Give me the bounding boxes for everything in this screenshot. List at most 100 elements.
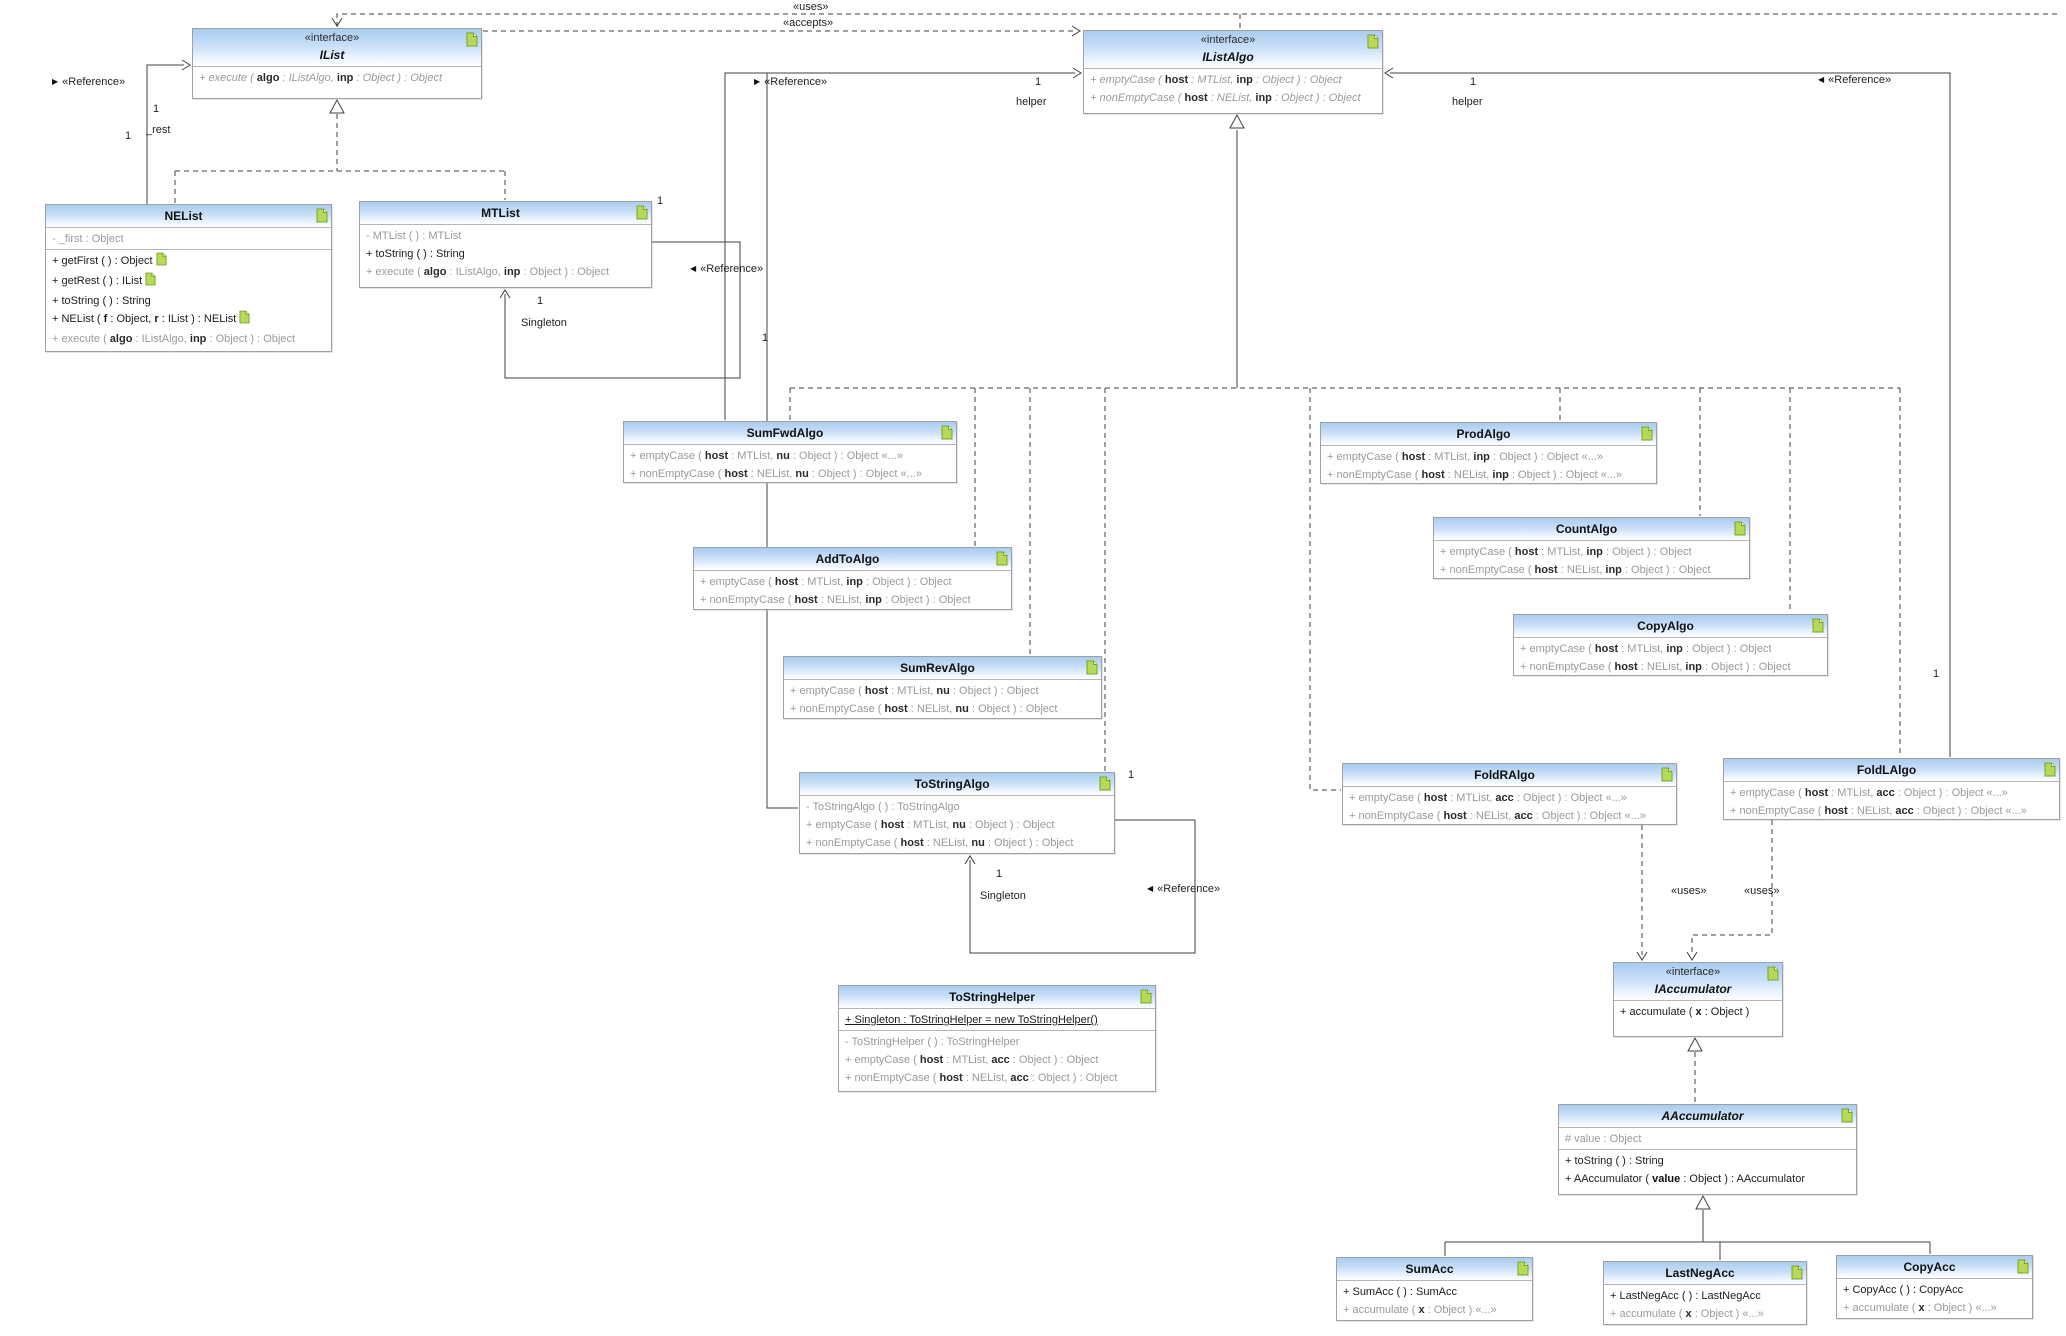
note-icon <box>1791 1265 1803 1285</box>
class-IListAlgo[interactable]: «interface»IListAlgo + emptyCase ( host … <box>1083 30 1383 114</box>
methods-compartment: + emptyCase ( host : MTList, acc : Objec… <box>1724 781 2059 819</box>
link-label-ref-nelist-ilist: ▶«Reference» <box>52 76 126 88</box>
member-row: + emptyCase ( host : MTList, nu : Object… <box>806 819 1055 831</box>
stereotype-label: «interface» <box>304 32 360 44</box>
class-SumAcc[interactable]: SumAcc + SumAcc ( ) : SumAcc + accumulate… <box>1336 1257 1533 1321</box>
open-arrowhead-icon <box>1636 951 1648 961</box>
member-row: + nonEmptyCase ( host : NEList, inp : Ob… <box>1327 469 1622 481</box>
link-label-role-tostring-single: Singleton <box>980 890 1026 902</box>
attributes-compartment: # value : Object <box>1559 1127 1856 1149</box>
member-row: + getRest ( ) : IList <box>46 272 331 292</box>
class-header: CountAlgo <box>1434 518 1749 540</box>
class-AddToAlgo[interactable]: AddToAlgo + emptyCase ( host : MTList, i… <box>693 547 1012 610</box>
methods-compartment: + emptyCase ( host : MTList, inp : Objec… <box>1321 445 1656 483</box>
direction-arrow-icon: ▶ <box>754 77 761 86</box>
link-label-role-rest: _rest <box>146 124 171 136</box>
member-row: + SumAcc ( ) : SumAcc <box>1343 1286 1457 1298</box>
class-IList[interactable]: «interface»IList + execute ( algo : ILis… <box>192 28 482 99</box>
link-label-uses-foldr: «uses» <box>1671 885 1707 897</box>
class-IAccumulator[interactable]: «interface»IAccumulator + accumulate ( x… <box>1613 962 1783 1037</box>
methods-compartment: - ToStringHelper ( ) : ToStringHelper+ e… <box>839 1030 1155 1088</box>
class-header: ToStringAlgo <box>800 773 1114 795</box>
member-row: + emptyCase ( host : MTList, inp : Objec… <box>1090 74 1342 86</box>
member-row: + emptyCase ( host : MTList, inp : Objec… <box>1520 643 1772 655</box>
open-arrowhead-icon <box>1686 951 1698 961</box>
open-arrowhead-icon <box>331 17 343 27</box>
generalization-triangle-icon <box>1687 1036 1703 1052</box>
class-name: FoldLAlgo <box>1856 763 1917 777</box>
class-header: «interface»IListAlgo <box>1084 31 1382 68</box>
class-CopyAcc[interactable]: CopyAcc + CopyAcc ( ) : CopyAcc+ accumul… <box>1836 1255 2033 1319</box>
class-FoldLAlgo[interactable]: FoldLAlgo + emptyCase ( host : MTList, a… <box>1723 758 2060 820</box>
methods-compartment: + emptyCase ( host : MTList, inp : Objec… <box>1084 68 1382 108</box>
member-row: + nonEmptyCase ( host : NEList, inp : Ob… <box>1090 92 1361 104</box>
methods-compartment: + SumAcc ( ) : SumAcc + accumulate ( x : … <box>1337 1280 1532 1320</box>
member-row: + CopyAcc ( ) : CopyAcc <box>1843 1284 1964 1296</box>
member-row: + NEList ( f : Object, r : IList ) : NEL… <box>46 310 331 330</box>
note-icon <box>636 205 648 225</box>
member-row: + emptyCase ( host : MTList, acc : Objec… <box>1349 792 1627 804</box>
class-header: ProdAlgo <box>1321 423 1656 445</box>
methods-compartment: + emptyCase ( host : MTList, inp : Objec… <box>1434 540 1749 578</box>
member-row: + AAccumulator ( value : Object ) : AAcc… <box>1565 1173 1805 1185</box>
note-icon <box>316 208 328 228</box>
link-label-ref-tostring-loop: ◀«Reference» <box>1147 883 1221 895</box>
note-icon <box>1734 521 1746 541</box>
class-FoldRAlgo[interactable]: FoldRAlgo + emptyCase ( host : MTList, a… <box>1342 763 1677 825</box>
class-name: AAccumulator <box>1661 1109 1744 1123</box>
class-SumFwdAlgo[interactable]: SumFwdAlgo + emptyCase ( host : MTList, … <box>623 421 957 483</box>
note-icon <box>1140 989 1152 1009</box>
link-label-ref-helper-left: ▶«Reference» <box>754 76 828 88</box>
note-icon <box>1767 966 1779 986</box>
link-label-mult-mtlist-corner: 1 <box>657 195 664 207</box>
class-CopyAlgo[interactable]: CopyAlgo + emptyCase ( host : MTList, in… <box>1513 614 1828 676</box>
member-row: + accumulate ( x : Object ) <box>1620 1006 1750 1018</box>
class-ProdAlgo[interactable]: ProdAlgo + emptyCase ( host : MTList, in… <box>1320 422 1657 484</box>
class-AAccumulator[interactable]: AAccumulator # value : Object+ toString … <box>1558 1104 1857 1195</box>
dashed-connector <box>336 13 2058 27</box>
note-icon <box>2017 1259 2029 1274</box>
class-name: SumAcc <box>1405 1262 1454 1276</box>
link-label-role-helper-left: helper <box>1016 96 1047 108</box>
member-row: + nonEmptyCase ( host : NEList, acc : Ob… <box>1730 805 2027 817</box>
class-header: LastNegAcc <box>1604 1262 1806 1284</box>
methods-compartment: + emptyCase ( host : MTList, nu : Object… <box>624 444 956 482</box>
class-header: «interface»IList <box>193 29 481 66</box>
solid-connector <box>766 73 798 809</box>
note-icon <box>1086 660 1098 675</box>
member-row: + nonEmptyCase ( host : NEList, nu : Obj… <box>630 468 922 480</box>
class-NEList[interactable]: NEList - _first : Object+ getFirst ( ) :… <box>45 204 332 352</box>
note-icon <box>941 425 953 440</box>
note-icon <box>1517 1261 1529 1276</box>
member-row: + execute ( algo : IListAlgo, inp : Obje… <box>52 333 296 345</box>
class-MTList[interactable]: MTList - MTList ( ) : MTList+ toString (… <box>359 201 652 288</box>
class-header: FoldRAlgo <box>1343 764 1676 786</box>
methods-compartment: + LastNegAcc ( ) : LastNegAcc+ accumulat… <box>1604 1284 1806 1324</box>
class-header: AddToAlgo <box>694 548 1011 570</box>
link-label-mult-mid-left: 1 <box>762 332 769 344</box>
class-name: MTList <box>481 206 520 220</box>
member-row: + execute ( algo : IListAlgo, inp : Obje… <box>199 72 443 84</box>
member-row: + nonEmptyCase ( host : NEList, inp : Ob… <box>1440 564 1711 576</box>
class-CountAlgo[interactable]: CountAlgo + emptyCase ( host : MTList, i… <box>1433 517 1750 579</box>
class-ToStringHelper[interactable]: ToStringHelper + Singleton : ToStringHel… <box>838 985 1156 1092</box>
class-LastNegAcc[interactable]: LastNegAcc + LastNegAcc ( ) : LastNegAcc… <box>1603 1261 1807 1325</box>
link-label-mult-rest-src: 1 <box>125 130 132 142</box>
class-header: FoldLAlgo <box>1724 759 2059 781</box>
methods-compartment: - ToStringAlgo ( ) : ToStringAlgo+ empty… <box>800 795 1114 853</box>
class-SumRevAlgo[interactable]: SumRevAlgo + emptyCase ( host : MTList, … <box>783 656 1102 719</box>
note-icon <box>1140 989 1152 1004</box>
link-label-mult-tostring-corner: 1 <box>1128 769 1135 781</box>
note-icon <box>1841 1108 1853 1128</box>
member-row: + accumulate ( x : Object ) «...» <box>1343 1304 1497 1316</box>
note-icon <box>2017 1259 2029 1279</box>
member-row: + nonEmptyCase ( host : NEList, nu : Obj… <box>806 837 1074 849</box>
member-row: + emptyCase ( host : MTList, inp : Objec… <box>1327 451 1604 463</box>
direction-arrow-icon: ◀ <box>1147 884 1154 893</box>
class-ToStringAlgo[interactable]: ToStringAlgo - ToStringAlgo ( ) : ToStri… <box>799 772 1115 854</box>
class-name: IListAlgo <box>1202 50 1254 64</box>
open-arrowhead-icon <box>1384 67 1394 79</box>
note-icon <box>466 32 478 47</box>
note-icon <box>145 272 156 286</box>
